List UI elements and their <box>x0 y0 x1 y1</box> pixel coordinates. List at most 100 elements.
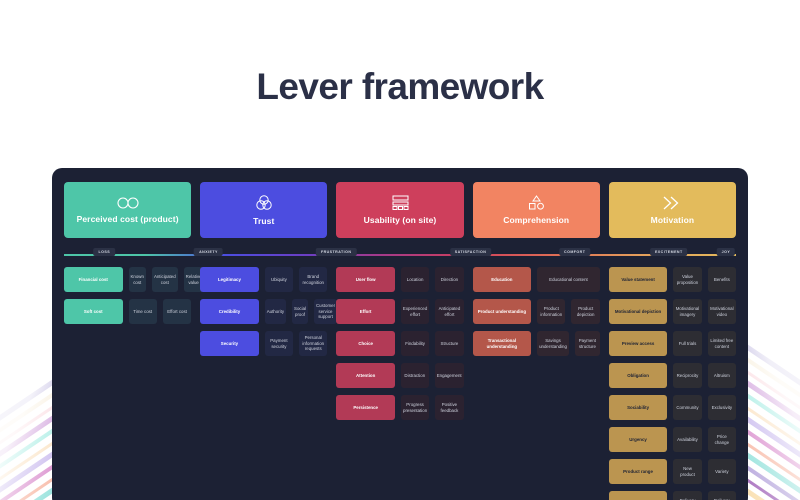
lever-tile-sub[interactable]: New product <box>673 459 702 484</box>
emotion-label-comfort: COMFORT <box>559 248 591 256</box>
lever-tile-sub[interactable]: Price change <box>707 427 737 452</box>
emotion-label-excitement: EXCITEMENT <box>649 248 688 256</box>
lever-tile-sub[interactable]: Full trials <box>673 331 702 356</box>
lever-tile-sub[interactable]: Variety <box>707 459 737 484</box>
lever-tile-sub[interactable]: Direction <box>435 267 464 292</box>
lever-tile-sub[interactable]: Delivery ease <box>707 491 737 500</box>
lever-tile-sub[interactable]: Savings understanding <box>537 331 569 356</box>
lever-columns: Financial cost Known cost Anticipated cost… <box>64 267 737 500</box>
lever-tile-sub[interactable]: Ubiquity <box>264 267 294 292</box>
wireframe-layout-icon <box>392 195 409 210</box>
lever-tile-sub[interactable]: Personal information requests <box>299 331 328 356</box>
lever-tile-sub[interactable]: Distraction <box>400 363 429 388</box>
lever-tile-primary[interactable]: Sociability <box>608 395 668 420</box>
lever-tile-primary[interactable]: Urgency <box>608 427 668 452</box>
lever-tile-primary[interactable]: Obligation <box>608 363 668 388</box>
lever-tile-sub[interactable]: Effort cost <box>162 299 192 324</box>
lever-tile-primary[interactable]: Financial cost <box>64 267 123 292</box>
lever-tile-sub[interactable]: Customer service support <box>314 299 338 324</box>
lever-tile-sub[interactable]: Anticipated effort <box>435 299 464 324</box>
lever-tile-sub[interactable]: Brand recognition <box>299 267 328 292</box>
category-card-label: Perceived cost (product) <box>76 213 179 224</box>
lever-tile-primary[interactable]: Motivational depiction <box>608 299 668 324</box>
lever-row: Delivery Delivery speed Delivery ease <box>608 491 737 500</box>
double-chevron-icon <box>662 196 682 210</box>
lever-tile-primary[interactable]: Legitimacy <box>200 267 259 292</box>
lever-tile-primary[interactable]: Education <box>472 267 532 292</box>
lever-tile-sub[interactable]: Educational content <box>537 267 600 292</box>
category-card-usability-on-site[interactable]: Usability (on site) <box>336 182 464 238</box>
lever-tile-primary[interactable]: Credibility <box>200 299 259 324</box>
lever-tile-sub[interactable]: Community <box>673 395 702 420</box>
lever-tile-sub[interactable]: Reciprocity <box>673 363 702 388</box>
lever-tile-primary[interactable]: Attention <box>336 363 395 388</box>
lever-tile-primary[interactable]: Security <box>200 331 259 356</box>
lever-tile-primary[interactable]: Preview access <box>608 331 668 356</box>
lever-tile-sub[interactable]: Location <box>400 267 430 292</box>
lever-tile-sub[interactable]: Limited free content <box>707 331 737 356</box>
lever-tile-primary[interactable]: Value statement <box>608 267 668 292</box>
lever-tile-primary[interactable]: Transactional understanding <box>472 331 532 356</box>
category-card-trust[interactable]: Trust <box>200 182 328 238</box>
lever-tile-sub[interactable]: Availability <box>673 427 702 452</box>
lever-tile-sub[interactable]: Benefits <box>707 267 737 292</box>
lever-tile-sub[interactable]: Known cost <box>128 267 146 292</box>
lever-tile-sub[interactable]: Motivational video <box>707 299 737 324</box>
lever-tile-sub[interactable]: Altruism <box>707 363 737 388</box>
lever-tile-sub[interactable]: Payment structure <box>574 331 600 356</box>
lever-tile-sub[interactable]: Positive feedback <box>435 395 464 420</box>
category-card-label: Trust <box>253 215 275 226</box>
lever-tile-primary[interactable]: Effort <box>336 299 395 324</box>
category-card-perceived-cost-product[interactable]: Perceived cost (product) <box>64 182 192 238</box>
category-card-motivation[interactable]: Motivation <box>608 182 737 238</box>
emotion-label-satisfaction: SATISFACTION <box>449 248 492 256</box>
lever-tile-sub[interactable]: Social proof <box>292 299 308 324</box>
lever-tile-sub[interactable]: Findability <box>400 331 430 356</box>
lever-tile-sub[interactable]: Engagement <box>434 363 464 388</box>
category-card-label: Motivation <box>650 214 695 225</box>
lever-tile-primary[interactable]: Choice <box>336 331 395 356</box>
emotion-label-anxiety: ANXIETY <box>194 248 223 256</box>
emotion-label-joy: JOY <box>716 248 736 256</box>
lever-tile-sub[interactable]: Value proposition <box>673 267 702 292</box>
lever-tile-sub[interactable]: Anticipated cost <box>151 267 178 292</box>
lever-tile-primary[interactable]: Delivery <box>608 491 668 500</box>
lever-tile-sub[interactable]: Structure <box>435 331 464 356</box>
lever-tile-primary[interactable]: Product range <box>608 459 668 484</box>
lever-tile-sub[interactable]: Time cost <box>128 299 157 324</box>
emotion-label-loss: LOSS <box>93 248 116 256</box>
two-circles-icon <box>117 196 139 209</box>
category-card-comprehension[interactable]: Comprehension <box>472 182 600 238</box>
lever-tile-primary[interactable]: Persistence <box>336 395 395 420</box>
lever-tile-sub[interactable]: Product depiction <box>571 299 600 324</box>
lever-tile-sub[interactable]: Progress presentation <box>400 395 430 420</box>
lever-tile-sub[interactable]: Authority <box>264 299 287 324</box>
lever-tile-sub[interactable]: Product information <box>537 299 566 324</box>
lever-tile-sub[interactable]: Payment security <box>264 331 294 356</box>
venn-diagram-icon <box>256 194 272 211</box>
lever-tile-sub[interactable]: Motivational imagery <box>673 299 702 324</box>
lever-tile-primary[interactable]: Soft cost <box>64 299 123 324</box>
lever-tile-primary[interactable]: Product understanding <box>472 299 532 324</box>
lever-tile-primary[interactable]: User flow <box>336 267 395 292</box>
lever-tile-sub[interactable]: Experienced effort <box>400 299 430 324</box>
lever-tile-sub[interactable]: Exclusivity <box>707 395 737 420</box>
emotion-label-frustration: FRUSTRATION <box>315 248 357 256</box>
lever-tile-sub[interactable]: Delivery speed <box>673 491 702 500</box>
framework-board: Perceived cost (product) Trust Usability (… <box>52 168 748 500</box>
